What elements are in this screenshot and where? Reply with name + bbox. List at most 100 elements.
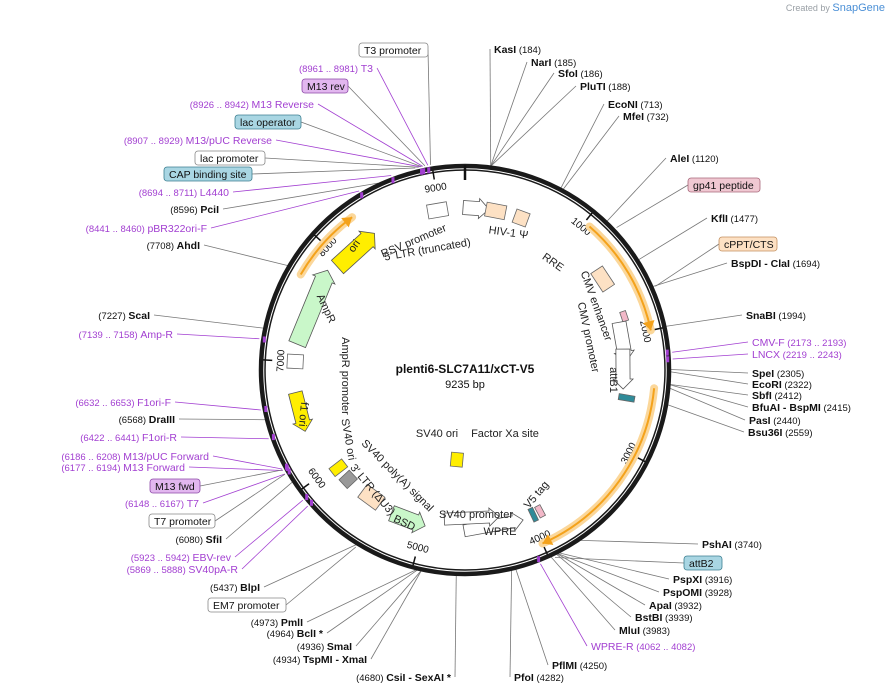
site-label-pmli-28[interactable]: (4973) PmlI <box>251 617 303 629</box>
boxed-label-lac-promoter-frame <box>194 150 266 166</box>
primer-label-m13-reverse-1[interactable]: (8926 .. 8942) M13 Reverse <box>190 99 314 111</box>
site-label-snabi-9-leader <box>666 314 743 327</box>
site-label-ecori-11[interactable]: EcoRI (2322) <box>752 379 812 391</box>
site-label-scai-32[interactable]: (7227) ScaI <box>98 310 150 322</box>
feature-label-sv40-prom: SV40 promoter <box>439 509 513 521</box>
site-label-blpi-29[interactable]: (5437) BlpI <box>210 582 260 594</box>
primer-label-t7-13-leader <box>202 473 285 504</box>
primer-label-f1ori-r-10-leader <box>180 436 269 440</box>
primer-label-lncx-6-marker <box>666 356 670 363</box>
primer-label-m13-puc-forward-11[interactable]: (6186 .. 6208) M13/pUC Forward <box>61 451 209 463</box>
rre-box <box>590 265 616 293</box>
site-label-pasi-14[interactable]: PasI (2440) <box>749 415 801 427</box>
site-label-bfuai-13[interactable]: BfuAI - BspMI (2415) <box>752 402 851 414</box>
site-label-snabi-9[interactable]: SnaBI (1994) <box>746 310 806 322</box>
primer-label-f1ori-r-10[interactable]: (6422 .. 6441) F1ori-R <box>80 432 177 444</box>
boxed-label-m13-rev[interactable]: M13 rev <box>301 78 349 94</box>
primer-label-m13-forward-12[interactable]: (6177 .. 6194) M13 Forward <box>61 462 185 474</box>
site-label-ahdi-33-leader <box>203 244 288 266</box>
boxed-label-t3-promoter[interactable]: T3 promoter <box>358 42 429 58</box>
primer-label-t7-13[interactable]: (6148 .. 6167) T7 <box>125 498 199 510</box>
site-label-bspdi-8[interactable]: BspDI - ClaI (1694) <box>731 258 820 270</box>
tick-mark-4 <box>543 545 549 555</box>
site-label-tspmi-25[interactable]: (4934) TspMI - XmaI <box>273 654 367 666</box>
site-label-pspomi-18[interactable]: PspOMI (3928) <box>663 587 732 599</box>
site-label-alei-6-leader <box>606 157 667 222</box>
plasmid-name: plenti6-SLC7A11/xCT-V5 <box>396 362 535 376</box>
primer-label-l4440-3[interactable]: (8694 .. 8711) L4440 <box>139 187 229 199</box>
site-label-econi-4-leader <box>560 103 605 188</box>
primer-label-t3-0[interactable]: (8961 .. 8981) T3 <box>299 63 373 75</box>
primer-label-f1ori-f-9[interactable]: (6632 .. 6653) F1ori-F <box>75 397 171 409</box>
site-label-pluti-3[interactable]: PluTI (188) <box>580 81 631 93</box>
site-label-scai-32-leader <box>153 314 264 329</box>
site-label-bcli-27[interactable]: (4964) BclI * <box>267 628 324 640</box>
tick-mark-2 <box>653 327 663 331</box>
primer-label-lncx-6[interactable]: LNCX (2219 .. 2243) <box>752 349 842 361</box>
site-label-smai-26[interactable]: (4936) SmaI <box>297 641 352 653</box>
primer-label-sv40pa-r-15[interactable]: (5869 .. 5888) SV40pA-R <box>127 564 239 576</box>
site-label-pfoi-23[interactable]: PfoI (4282) <box>514 672 564 684</box>
boxed-label-attb2-leader <box>554 557 685 564</box>
primer-label-ebv-rev-14[interactable]: (5923 .. 5942) EBV-rev <box>131 552 232 564</box>
primer-label-m13-puc-reverse-2[interactable]: (8907 .. 8929) M13/pUC Reverse <box>124 135 272 147</box>
boxed-label-cap-binding-site-leader <box>251 167 416 175</box>
primer-label-wpre-r-7[interactable]: WPRE-R (4062 .. 4082) <box>591 641 695 653</box>
site-label-pcii-34[interactable]: (8596) PciI <box>170 204 219 216</box>
feature-label-rre: RRE <box>540 251 566 274</box>
boxed-label-lac-operator[interactable]: lac operator <box>234 114 302 130</box>
feature-arc-insert-region <box>542 388 656 545</box>
site-label-draiii-31[interactable]: (6568) DraIII <box>119 414 175 426</box>
bsd-arrow <box>388 505 426 534</box>
tick-label: 7000 <box>275 349 287 372</box>
primer-label-amp-r-8[interactable]: (7139 .. 7158) Amp-R <box>79 329 174 341</box>
site-label-bsu36i-15[interactable]: Bsu36I (2559) <box>748 427 813 439</box>
site-label-pshai-16[interactable]: PshAI (3740) <box>702 539 762 551</box>
primer-label-m13-puc-reverse-2-marker <box>420 168 424 175</box>
boxed-label-gp41-peptide[interactable]: gp41 peptide <box>687 177 761 193</box>
site-label-csii-24-leader <box>454 575 457 678</box>
site-label-sfii-30[interactable]: (6080) SfiI <box>176 534 223 546</box>
site-label-pflmi-22-leader <box>515 569 549 666</box>
site-label-bcli-27-leader <box>326 569 418 634</box>
boxed-label-em7-promoter[interactable]: EM7 promoter <box>207 597 287 613</box>
site-label-ahdi-33[interactable]: (7708) AhdI <box>147 240 201 252</box>
boxed-label-gp41-peptide-text: gp41 peptide <box>693 180 754 192</box>
boxed-label-gp41-peptide-frame <box>687 177 761 193</box>
site-label-sbfi-12[interactable]: SbfI (2412) <box>752 390 802 402</box>
feature-arc-cmv-region <box>588 225 652 331</box>
primer-label-pbr322ori-f-4[interactable]: (8441 .. 8460) pBR322ori-F <box>86 223 207 235</box>
boxed-label-t7-promoter-frame <box>148 513 216 529</box>
site-label-apai-19[interactable]: ApaI (3932) <box>649 600 702 612</box>
site-label-mlui-21[interactable]: MluI (3983) <box>619 625 670 637</box>
boxed-label-attb2[interactable]: attB2 <box>683 555 723 571</box>
site-label-econi-4[interactable]: EcoNI (713) <box>608 99 663 111</box>
site-label-kasi-0[interactable]: KasI (184) <box>494 44 541 56</box>
feature-label-factor-xa: Factor Xa site <box>471 428 539 440</box>
site-label-pflmi-22[interactable]: PflMI (4250) <box>552 660 607 672</box>
site-label-bstbi-20[interactable]: BstBI (3939) <box>635 612 693 624</box>
sv40-polya-box <box>338 469 358 490</box>
primer-label-l4440-3-leader <box>232 175 392 193</box>
boxed-label-m13-rev-text: M13 rev <box>307 81 346 93</box>
site-label-kfli-7[interactable]: KflI (1477) <box>711 213 758 225</box>
boxed-label-cppt-cts[interactable]: cPPT/CTS <box>718 236 778 252</box>
cmv-promoter-arrow <box>612 348 635 390</box>
primer-label-wpre-r-7-leader <box>540 563 588 647</box>
boxed-label-t7-promoter[interactable]: T7 promoter <box>148 513 216 529</box>
boxed-label-lac-operator-leader <box>300 121 422 167</box>
site-label-mfei-5[interactable]: MfeI (732) <box>623 111 669 123</box>
site-label-pspxi-17[interactable]: PspXI (3916) <box>673 574 732 586</box>
primer-label-cmv-f-5[interactable]: CMV-F (2173 .. 2193) <box>752 337 846 349</box>
boxed-label-m13-fwd[interactable]: M13 fwd <box>149 478 201 494</box>
boxed-label-em7-promoter-leader <box>285 546 357 606</box>
boxed-label-cap-binding-site[interactable]: CAP binding site <box>163 166 253 182</box>
site-label-nari-1[interactable]: NarI (185) <box>531 57 576 69</box>
boxed-label-lac-promoter[interactable]: lac promoter <box>194 150 266 166</box>
site-label-alei-6[interactable]: AleI (1120) <box>670 153 719 165</box>
site-label-sfoi-2[interactable]: SfoI (186) <box>558 68 603 80</box>
site-label-csii-24[interactable]: (4680) CsiI - SexAI * <box>356 672 452 684</box>
cppt-box <box>619 310 630 323</box>
site-label-spei-10[interactable]: SpeI (2305) <box>752 368 804 380</box>
